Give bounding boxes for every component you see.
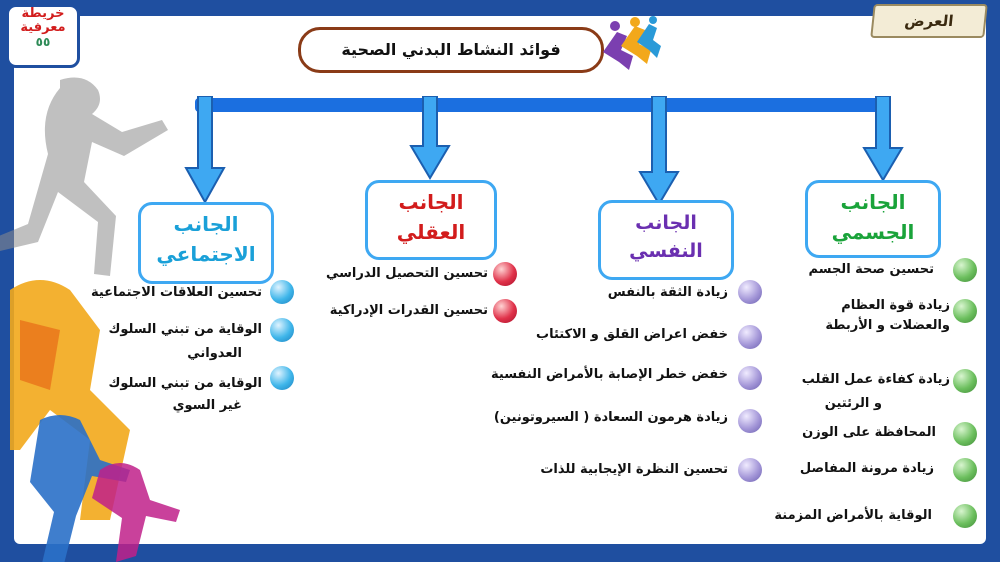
bullet-icon (953, 299, 977, 323)
header-physical: الجانب الجسمي (805, 180, 941, 258)
page-title: فوائد النشاط البدني الصحية (298, 27, 604, 73)
header-psychological-line2: النفسي (629, 240, 703, 262)
bullet-icon (493, 299, 517, 323)
header-social-line2: الاجتماعي (156, 242, 256, 266)
bullet-icon (953, 458, 977, 482)
physical-item: زيادة مرونة المفاصل (799, 461, 934, 476)
psych-item: خفض اعراض القلق و الاكتئاب (536, 327, 728, 342)
bullet-icon (953, 422, 977, 446)
bullet-icon (738, 458, 762, 482)
psych-item: زيادة الثقة بالنفس (607, 285, 728, 300)
header-mental-line2: العقلي (396, 220, 466, 244)
badge-line2: معرفية (20, 20, 66, 35)
social-item: الوقاية من تبني السلوك (108, 322, 262, 337)
psych-item: تحسين النظرة الإيجابية للذات (540, 462, 728, 477)
arrow-down-icon (409, 96, 451, 180)
bullet-icon (270, 318, 294, 342)
knowledge-map-badge: خريطة معرفية ٥٥ (6, 4, 80, 68)
header-social: الجانب الاجتماعي (138, 202, 274, 284)
header-psychological: الجانب النفسي (598, 200, 734, 280)
header-psychological-line1: الجانب (635, 212, 697, 234)
physical-item: والعضلات و الأربطة (825, 318, 950, 333)
badge-number: ٥٥ (35, 35, 51, 49)
psych-item: خفض خطر الإصابة بالأمراض النفسية (491, 367, 728, 382)
physical-item: تحسين صحة الجسم (808, 262, 934, 277)
arrow-down-icon (638, 96, 680, 206)
bullet-icon (738, 366, 762, 390)
bullet-icon (738, 325, 762, 349)
runners-icon (603, 16, 661, 70)
header-mental-line1: الجانب (398, 190, 464, 214)
header-physical-line2: الجسمي (831, 220, 915, 244)
header-physical-line1: الجانب (840, 190, 906, 214)
presentation-ribbon[interactable]: العرض (870, 4, 988, 38)
physical-item: زيادة كفاءة عمل القلب (801, 372, 950, 387)
runners-illustration (0, 77, 180, 562)
social-item: العدواني (187, 346, 242, 361)
bullet-icon (738, 280, 762, 304)
bottom-bar (0, 544, 1000, 562)
arrow-down-icon (862, 96, 904, 182)
physical-item: الوقاية بالأمراض المزمنة (774, 508, 932, 523)
social-item: غير السوي (172, 398, 242, 413)
bullet-icon (738, 409, 762, 433)
physical-item: و الرئتين (824, 396, 882, 411)
bullet-icon (270, 366, 294, 390)
social-item: الوقاية من تبني السلوك (108, 376, 262, 391)
header-social-line1: الجانب (173, 212, 239, 236)
social-item: تحسين العلاقات الاجتماعية (90, 285, 262, 300)
physical-item: المحافظة على الوزن (802, 425, 936, 440)
mental-item: تحسين القدرات الإدراكية (329, 303, 488, 318)
connector-bar (195, 98, 885, 112)
bullet-icon (953, 369, 977, 393)
bullet-icon (270, 280, 294, 304)
bullet-icon (953, 258, 977, 282)
mental-item: تحسين التحصيل الدراسي (326, 266, 488, 281)
physical-item: زيادة قوة العظام (841, 298, 950, 313)
badge-line1: خريطة (21, 6, 65, 21)
arrow-down-icon (184, 96, 226, 204)
bullet-icon (493, 262, 517, 286)
bullet-icon (953, 504, 977, 528)
header-mental: الجانب العقلي (365, 180, 497, 260)
psych-item: زيادة هرمون السعادة ( السيروتونين) (493, 410, 728, 425)
